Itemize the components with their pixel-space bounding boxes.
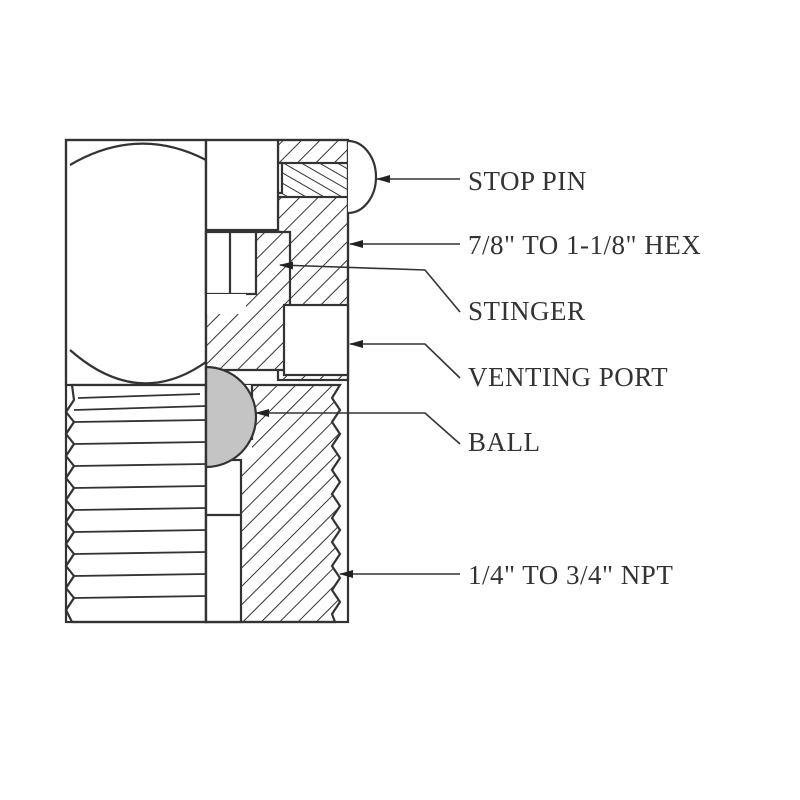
ball-leader — [255, 409, 461, 445]
venting-port-label: VENTING PORT — [468, 362, 669, 392]
hex-face — [64, 138, 208, 387]
flow-channel — [204, 458, 243, 624]
hex-label: 7/8" TO 1-1/8" HEX — [468, 230, 702, 260]
venting-port — [282, 303, 350, 377]
stop-pin — [347, 139, 378, 215]
stinger-leader — [279, 261, 461, 313]
venting-port-leader — [349, 340, 461, 379]
ball-label: BALL — [468, 427, 541, 457]
ball — [204, 365, 258, 469]
stop-pin-label: STOP PIN — [468, 166, 587, 196]
stinger-label: STINGER — [468, 296, 586, 326]
npt-label: 1/4" TO 3/4" NPT — [468, 560, 674, 590]
hex-top-arc — [69, 142, 207, 166]
hex-bottom-arc — [69, 349, 207, 385]
